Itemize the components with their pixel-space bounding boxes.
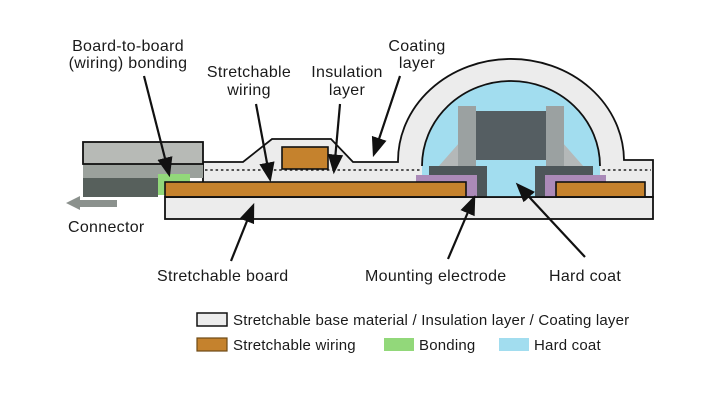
hard-coat-dome-outline [421, 80, 601, 167]
legend: Stretchable base material / Insulation l… [196, 312, 629, 354]
stretchable-board-arrow-icon [229, 202, 255, 262]
connector-direction-arrow-icon [66, 196, 117, 210]
stretchable-wiring-right-bar [555, 181, 646, 198]
coating-layer-label-line1: Coating [388, 38, 445, 55]
hard-coat-label: Hard coat [549, 268, 621, 285]
legend-swatch-hard-coat [499, 338, 529, 351]
coating-layer-label-line2: layer [399, 55, 436, 72]
chip-terminal-left [458, 106, 476, 167]
insulation-layer-arrow-icon [327, 103, 344, 175]
legend-label-stretchable-wiring: Stretchable wiring [233, 337, 356, 354]
connector-label: Connector [68, 219, 145, 236]
stretchable-wiring-arrow-icon [254, 103, 275, 183]
board-to-board-label-line2: (wiring) bonding [69, 55, 188, 72]
bonding-layer [158, 174, 190, 195]
solder-fillet-right [562, 142, 584, 167]
mounting-electrode-right [545, 175, 606, 197]
solder-fillet-left [438, 142, 460, 167]
legend-label-base-material: Stretchable base material / Insulation l… [233, 312, 629, 329]
stretchable-wiring-left-bar [164, 181, 467, 198]
chip-pad-right [535, 166, 593, 197]
stretchable-wiring-label-line1: Stretchable [207, 64, 291, 81]
chip-body [474, 111, 548, 160]
mounting-electrode-left [416, 175, 477, 197]
legend-swatch-stretchable-wiring [196, 337, 228, 352]
hard-coat-arrow-icon [515, 182, 586, 258]
board-to-board-label-line1: Board-to-board [72, 38, 184, 55]
legend-label-hard-coat: Hard coat [534, 337, 601, 354]
stretchable-wiring-top-segment [281, 146, 329, 170]
chip-pad-left [429, 166, 487, 197]
mounting-electrode-label: Mounting electrode [365, 268, 507, 285]
connector-top-layer [82, 141, 204, 165]
coating-layer-arrow-icon [371, 75, 402, 158]
insulation-layer-label-line2: layer [329, 82, 366, 99]
chip-terminal-right [546, 106, 564, 167]
legend-swatch-bonding [384, 338, 414, 351]
insulation-layer-label-line1: Insulation [311, 64, 383, 81]
legend-label-bonding: Bonding [419, 337, 475, 354]
connector-lower-layer [83, 178, 158, 197]
stretchable-board-layer [164, 196, 654, 220]
board-to-board-arrow-icon [142, 75, 173, 178]
mounting-electrode-arrow-icon [446, 194, 476, 260]
stretchable-wiring-label-line2: wiring [226, 82, 271, 99]
stretchable-board-label: Stretchable board [157, 268, 288, 285]
legend-swatch-base-material [196, 312, 228, 327]
